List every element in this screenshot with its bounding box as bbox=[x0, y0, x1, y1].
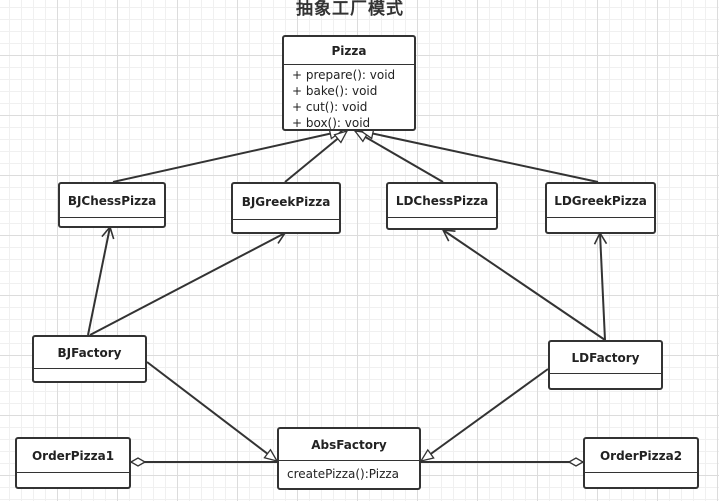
class-name: AbsFactory bbox=[279, 429, 419, 461]
edge-bjfactory-bjgreek bbox=[89, 231, 287, 336]
class-name: BJFactory bbox=[34, 337, 145, 369]
class-name: Pizza bbox=[284, 37, 414, 65]
class-name: LDGreekPizza bbox=[547, 184, 654, 218]
class-ldchesspizza[interactable]: LDChessPizza bbox=[386, 182, 498, 230]
class-orderpizza2[interactable]: OrderPizza2 bbox=[583, 437, 699, 489]
class-absfactory[interactable]: AbsFactory createPizza():Pizza bbox=[277, 427, 421, 490]
edge-bjfactory-bjchess bbox=[87, 225, 115, 336]
class-name: OrderPizza1 bbox=[17, 439, 129, 473]
method: createPizza():Pizza bbox=[287, 467, 400, 481]
class-name: LDChessPizza bbox=[388, 184, 496, 218]
edge-ldgreek-pizza bbox=[361, 131, 599, 183]
class-bjfactory[interactable]: BJFactory bbox=[32, 335, 147, 383]
edge-ldfactory-ldgreek bbox=[593, 231, 608, 341]
class-name: OrderPizza2 bbox=[585, 439, 697, 473]
class-ldgreekpizza[interactable]: LDGreekPizza bbox=[545, 182, 656, 234]
edge-ldfactory-ldchess bbox=[441, 229, 606, 341]
method: + prepare(): void bbox=[292, 68, 396, 82]
edge-ldfactory-abs bbox=[421, 368, 549, 461]
class-name: LDFactory bbox=[550, 342, 661, 374]
edge-bjchess-pizza bbox=[112, 131, 342, 183]
class-ldfactory[interactable]: LDFactory bbox=[548, 340, 663, 390]
class-name: BJGreekPizza bbox=[233, 184, 339, 220]
class-bjchesspizza[interactable]: BJChessPizza bbox=[58, 182, 166, 228]
class-orderpizza1[interactable]: OrderPizza1 bbox=[15, 437, 131, 489]
method: + bake(): void bbox=[292, 84, 378, 98]
method: + box(): void bbox=[292, 116, 371, 130]
class-pizza[interactable]: Pizza + prepare(): void + bake(): void +… bbox=[282, 35, 416, 131]
edge-bjfactory-abs bbox=[146, 361, 277, 461]
class-name: BJChessPizza bbox=[60, 184, 164, 218]
edge-bjgreek-pizza bbox=[284, 131, 347, 183]
method-list: + prepare(): void + bake(): void + cut()… bbox=[284, 65, 414, 133]
class-bjgreekpizza[interactable]: BJGreekPizza bbox=[231, 182, 341, 234]
method: + cut(): void bbox=[292, 100, 368, 114]
diagram-title: 抽象工厂模式 bbox=[296, 0, 404, 19]
method-list: createPizza():Pizza bbox=[279, 461, 419, 484]
